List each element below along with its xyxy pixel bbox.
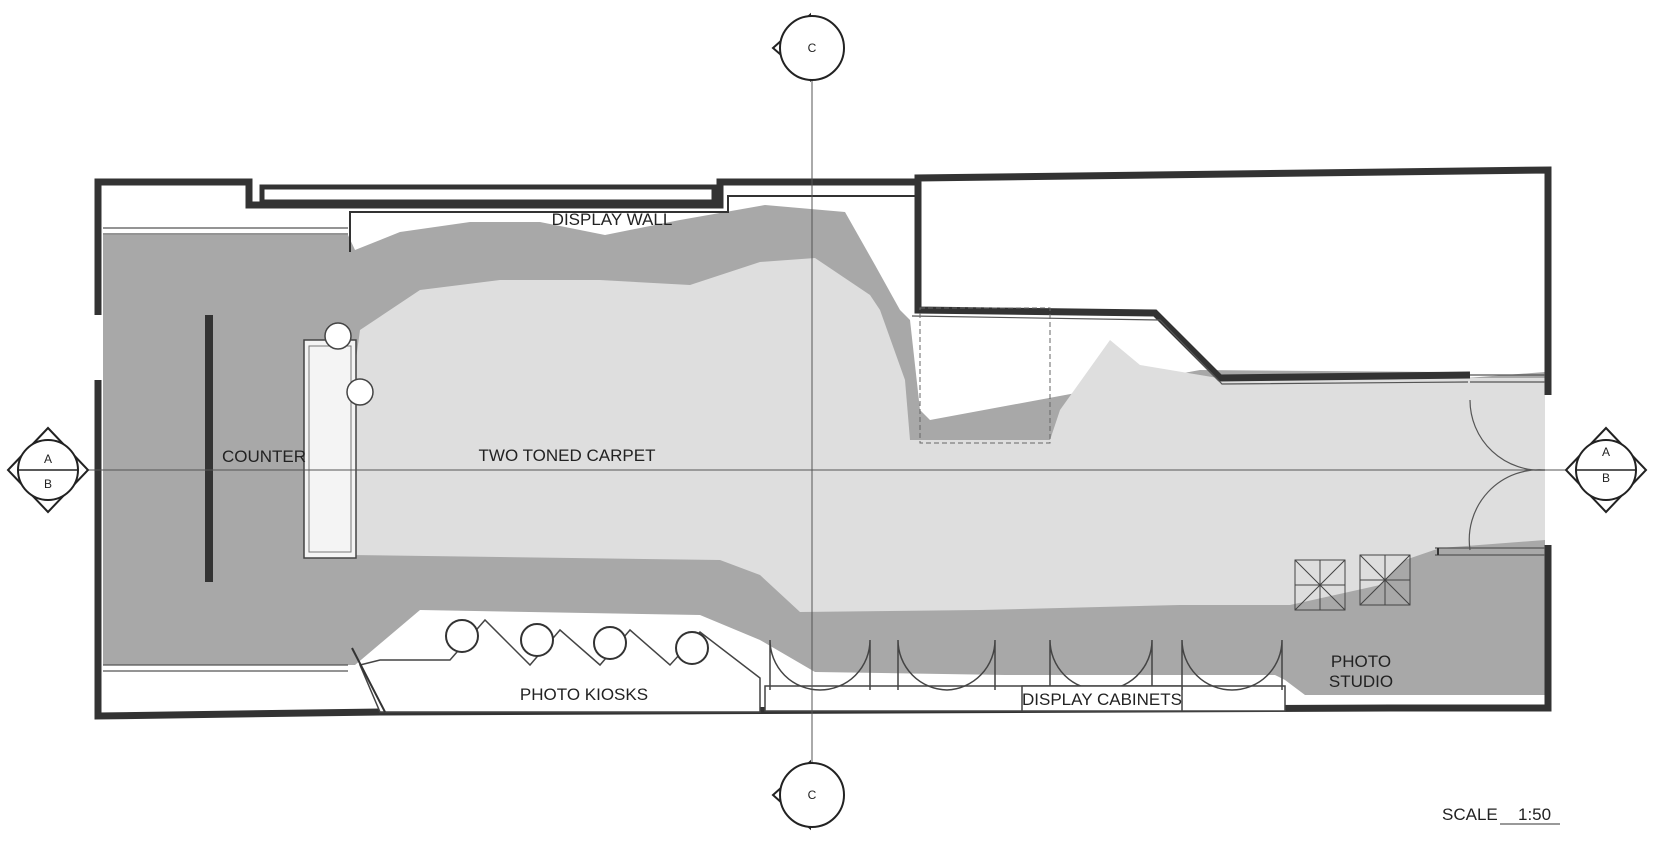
kiosk-3 — [593, 626, 627, 660]
entrance-door-top — [1469, 399, 1546, 471]
dashed-overlay-box — [919, 307, 1051, 444]
display-cabinets-label: DISPLAY CABINETS — [1022, 690, 1182, 709]
section-marker-c-bottom: C — [771, 759, 845, 831]
section-b-left-label: B — [44, 477, 52, 491]
section-b-right-label: B — [1602, 471, 1610, 485]
stool-2 — [346, 378, 374, 406]
section-marker-c-top: C — [771, 12, 845, 83]
kiosk-1 — [445, 619, 479, 653]
kiosk-2 — [520, 623, 554, 657]
display-cabinets-label-box — [1021, 685, 1183, 712]
cabinet-doors — [769, 639, 1283, 691]
section-c-top-label: C — [808, 41, 817, 55]
display-wall-top-strip — [259, 184, 717, 205]
light-carpet-area — [345, 258, 1545, 612]
photo-studio-label-line1: PHOTO — [1331, 652, 1391, 671]
stool-1 — [324, 322, 352, 350]
kiosk-4 — [675, 631, 709, 665]
dark-floor-left — [103, 235, 348, 660]
studio-light-1 — [1294, 559, 1346, 611]
studio-light-2 — [1359, 554, 1411, 606]
section-a-right-label: A — [1602, 445, 1610, 459]
entrance-door-lines — [1435, 374, 1545, 556]
counter-label: COUNTER — [222, 447, 306, 466]
left-window-top — [103, 227, 348, 235]
display-wall-label: DISPLAY WALL — [552, 210, 673, 229]
photo-kiosks-label: PHOTO KIOSKS — [520, 685, 648, 704]
counter-bar — [205, 315, 213, 582]
counter-desk — [303, 339, 357, 559]
left-window-bottom — [103, 664, 348, 672]
scale-label: SCALE — [1442, 805, 1498, 824]
photo-studio-label-line2: STUDIO — [1329, 672, 1393, 691]
section-marker-ab-right: A B — [1564, 426, 1648, 514]
back-room-wall — [914, 182, 1471, 382]
scale-value: 1:50 — [1518, 805, 1551, 824]
section-a-left-label: A — [44, 452, 52, 466]
entrance-door-bottom — [1468, 469, 1546, 551]
kiosk-edge-left — [351, 647, 386, 713]
carpet-label: TWO TONED CARPET — [479, 446, 656, 465]
section-c-bottom-label: C — [808, 788, 817, 802]
section-marker-ab-left: A B — [6, 426, 90, 514]
back-room-wall-inner — [911, 315, 1469, 385]
outer-wall — [94, 166, 1552, 395]
